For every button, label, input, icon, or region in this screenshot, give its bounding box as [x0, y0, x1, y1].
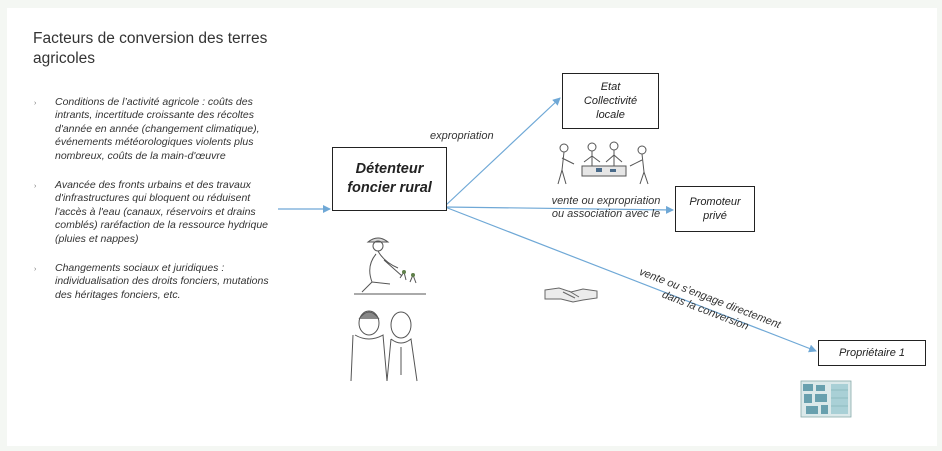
node-label: Collectivité — [583, 95, 638, 107]
handshake-icon — [544, 287, 598, 303]
bullet-icon: › — [34, 100, 37, 107]
meeting-group-illustration — [557, 141, 649, 185]
diagram-title: Facteurs de conversion des terres agrico… — [33, 30, 268, 67]
node-label: privé — [703, 210, 727, 222]
land-parcel-map-icon — [800, 380, 852, 418]
node-label: Promoteur — [689, 196, 741, 208]
edge-label-line: ou association avec le — [551, 208, 661, 220]
factor-text: Avancée des fronts urbains et des travau… — [55, 179, 269, 245]
farmer-planting-illustration — [354, 237, 426, 295]
factor-text: Changements sociaux et juridiques : indi… — [55, 262, 269, 301]
factor-text: Conditions de l’activité agricole : coût… — [55, 96, 260, 162]
node-promoteur-prive: Promoteur privé — [675, 186, 755, 232]
node-proprietaire: Propriétaire 1 — [818, 340, 926, 366]
edge-label-expropriation: expropriation — [430, 130, 494, 142]
node-etat-collectivite: Etat Collectivité locale — [562, 73, 659, 129]
factor-item: › Changements sociaux et juridiques : ind… — [34, 262, 275, 302]
node-label: Propriétaire 1 — [838, 347, 906, 359]
bullet-icon: › — [34, 183, 37, 191]
node-label: foncier rural — [347, 180, 432, 196]
factor-item: › Conditions de l’activité agricole : coû… — [34, 96, 275, 163]
couple-illustration — [350, 310, 418, 382]
node-label: locale — [596, 109, 625, 121]
bullet-icon: › — [34, 266, 37, 274]
edge-label-vente: vente ou expropriation ou association av… — [526, 195, 686, 221]
edge-label-line: vente ou expropriation — [551, 195, 661, 207]
node-label: Détenteur — [355, 161, 424, 177]
node-detenteur-foncier: Détenteur foncier rural — [332, 147, 447, 211]
factors-list: › Conditions de l’activité agricole : coû… — [34, 96, 275, 318]
factor-item: › Avancée des fronts urbains et des trava… — [34, 179, 275, 246]
node-label: Etat — [600, 81, 621, 93]
